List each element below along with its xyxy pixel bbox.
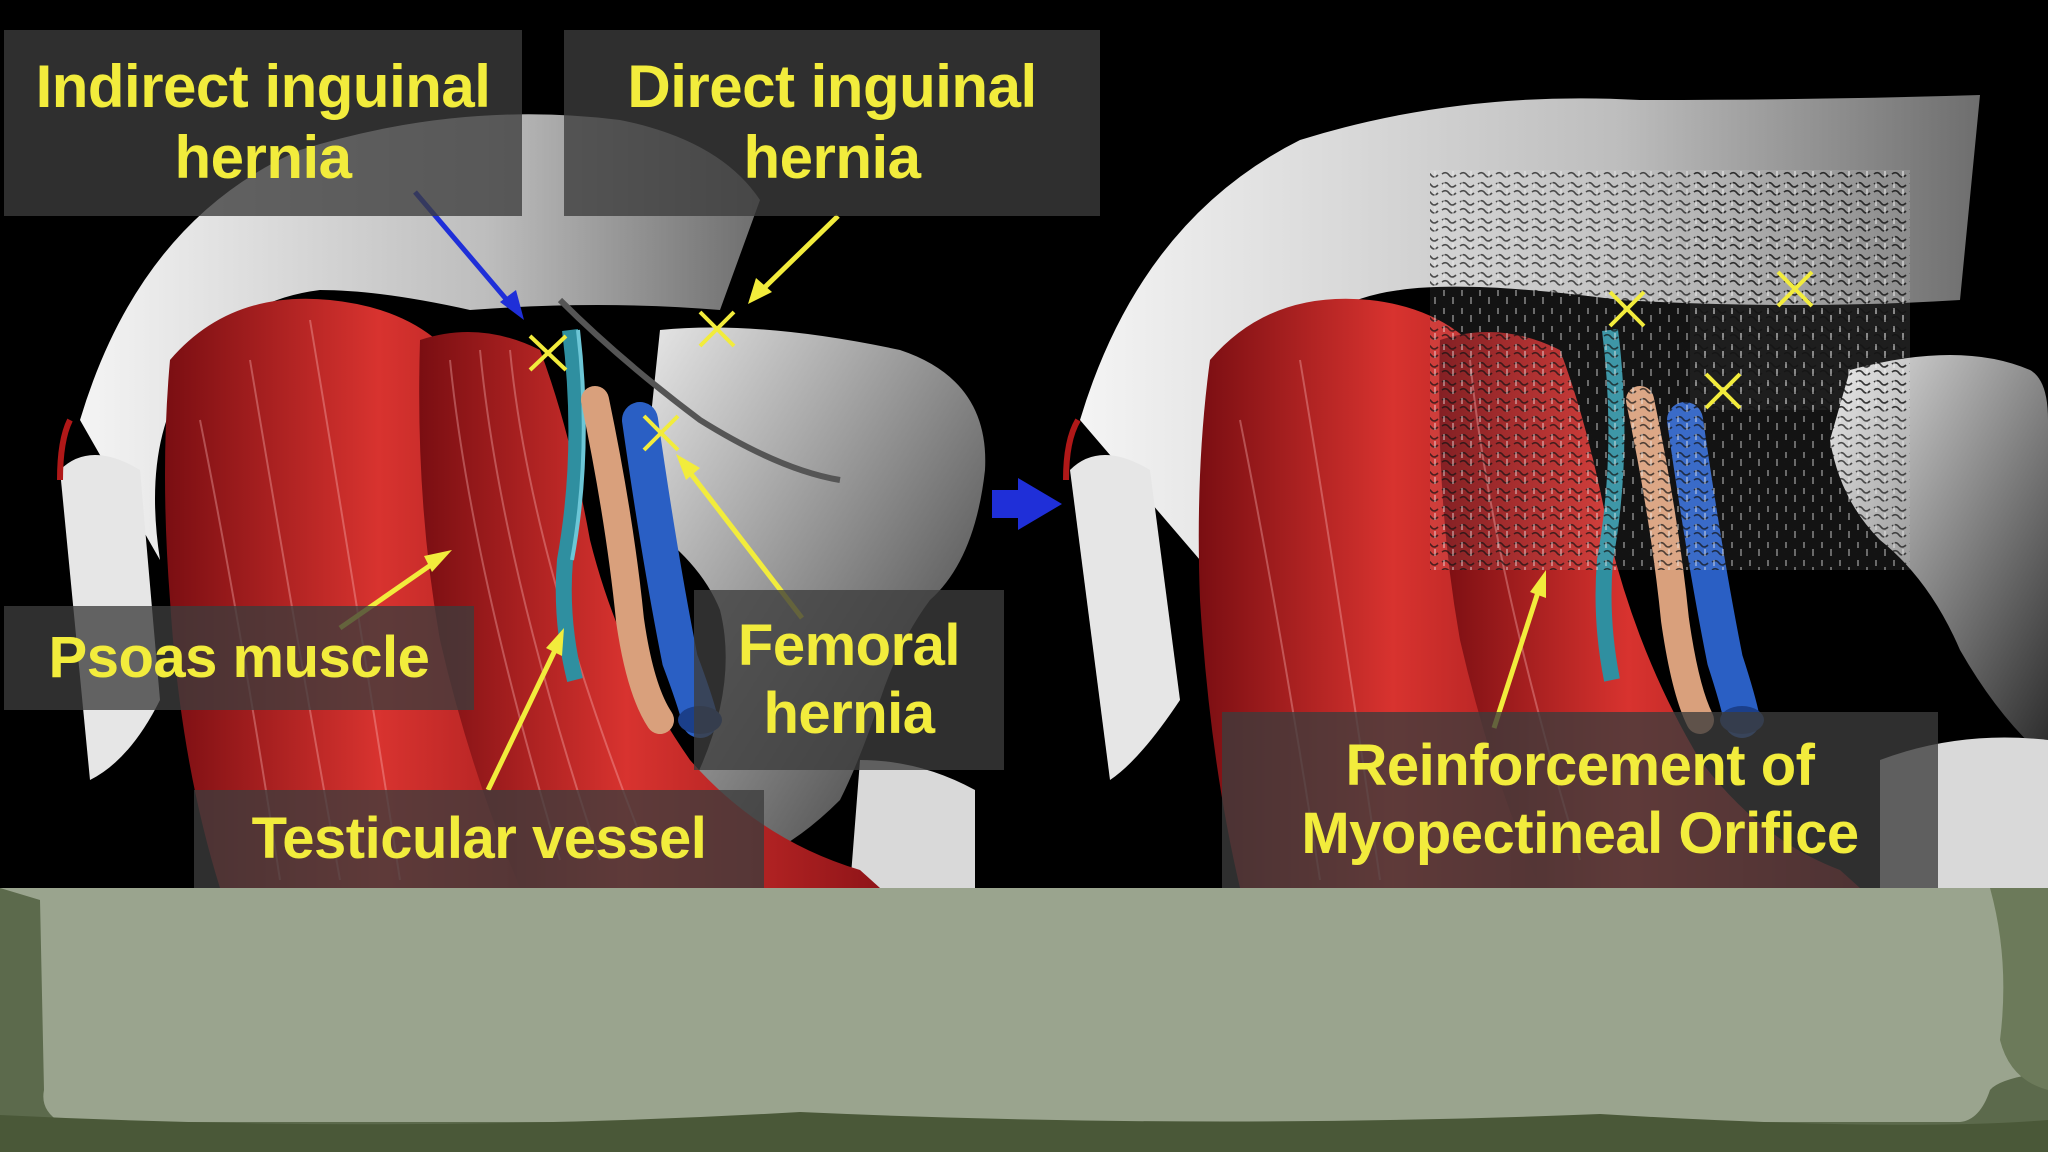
direct-inguinal-hernia-label: Direct inguinal hernia — [564, 30, 1100, 216]
mesh-femoral-x-mark-icon — [1704, 372, 1742, 410]
psoas-muscle — [419, 332, 880, 888]
reinforcement-arrow — [1491, 570, 1546, 729]
indirect-label-line2: hernia — [174, 124, 352, 191]
direct-hernia-x-mark-icon — [698, 310, 736, 348]
psoas-muscle-label: Psoas muscle — [4, 606, 474, 710]
indirect-hernia-x-mark-icon — [528, 334, 568, 372]
direct-label-line1: Direct inguinal — [627, 53, 1037, 121]
femoral-hernia-x-mark-icon — [642, 414, 680, 452]
vas-deferens-left — [581, 386, 674, 734]
bottom-paper-panel — [0, 888, 2048, 1152]
reinforcement-label-line1: Reinforcement of — [1345, 732, 1815, 798]
testicular-vessel-label: Testicular vessel — [194, 790, 764, 888]
indirect-label-line1: Indirect inguinal — [35, 53, 491, 121]
mesh-indirect-x-mark-icon — [1608, 290, 1646, 328]
testicular-label-text: Testicular vessel — [251, 805, 707, 871]
mesh-direct-x-mark-icon — [1776, 270, 1814, 308]
direct-label-line2: hernia — [743, 124, 921, 191]
femoral-hernia-label: Femoral hernia — [694, 590, 1004, 770]
direct-hernia-arrow — [748, 214, 840, 304]
testicular-arrow — [485, 628, 564, 792]
psoas-label-text: Psoas muscle — [48, 624, 430, 690]
femoral-vessel-left — [622, 402, 718, 738]
abdominal-wall-left — [80, 114, 760, 561]
femoral-label-line1: Femoral — [737, 612, 961, 678]
reinforcement-label-line2: Myopectineal Orifice — [1301, 801, 1859, 866]
femoral-label-line2: hernia — [763, 681, 935, 746]
left-anatomy-panel — [57, 114, 986, 888]
reinforcement-label: Reinforcement of Myopectineal Orifice — [1222, 712, 1938, 888]
testicular-vessel — [555, 329, 585, 682]
indirect-inguinal-hernia-label: Indirect inguinal hernia — [4, 30, 522, 216]
right-arrow-icon — [992, 478, 1062, 530]
